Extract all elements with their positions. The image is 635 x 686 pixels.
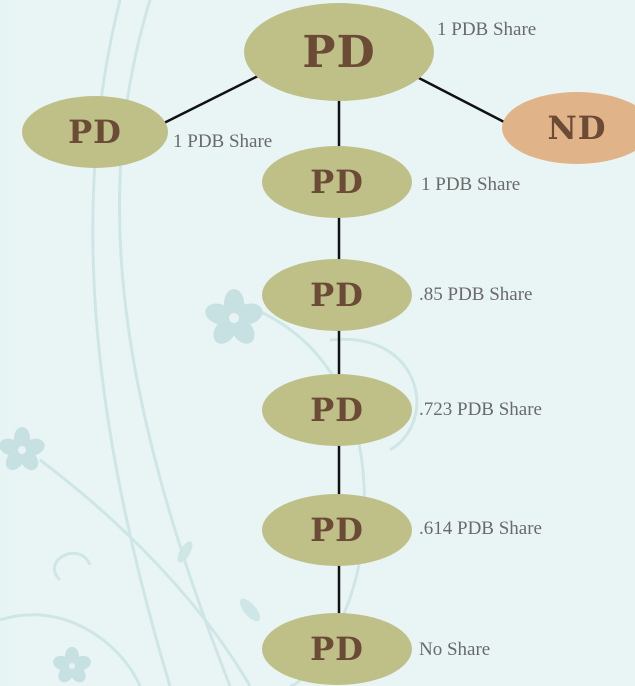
- gen2-node-label: PD: [310, 276, 364, 314]
- flower-icon: [0, 427, 45, 471]
- connector-lines: [161, 74, 509, 614]
- gen1-share-label: 1 PDB Share: [421, 174, 521, 195]
- gen3-share-label: .723 PDB Share: [419, 399, 542, 420]
- gen4-share-label: .614 PDB Share: [419, 518, 542, 539]
- gen2-share-label: .85 PDB Share: [419, 284, 533, 305]
- root-node-label: PD: [302, 26, 376, 78]
- gen4-node-label: PD: [310, 511, 364, 549]
- connector-root-left: [161, 74, 259, 126]
- gen5-node: PD: [262, 613, 412, 685]
- gen5-node-label: PD: [310, 630, 364, 668]
- flower-icon: [53, 647, 91, 683]
- gen1-node-label: PD: [310, 163, 364, 201]
- root-node: PD: [244, 3, 434, 101]
- gen4-node: PD: [262, 494, 412, 566]
- root-share-label: 1 PDB Share: [437, 19, 537, 40]
- gen3-node: PD: [262, 374, 412, 446]
- right-node-label: ND: [547, 109, 607, 147]
- left-node-label: PD: [68, 113, 122, 151]
- right-node: ND: [502, 92, 635, 164]
- left-node: PD: [22, 96, 168, 168]
- gen2-node: PD: [262, 259, 412, 331]
- connector-root-right: [414, 74, 509, 126]
- gen5-share-label: No Share: [419, 639, 491, 660]
- gen3-node-label: PD: [310, 391, 364, 429]
- left-share-label: 1 PDB Share: [173, 131, 273, 152]
- gen1-node: PD: [262, 146, 412, 218]
- flower-icon: [205, 289, 263, 344]
